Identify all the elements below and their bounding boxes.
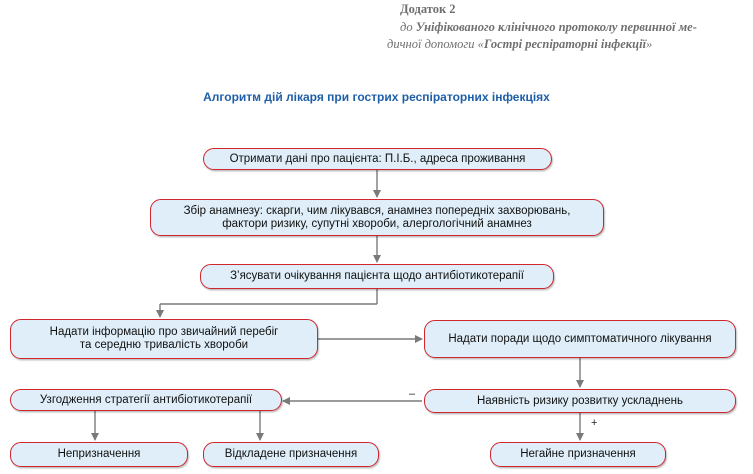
delayed-prescription-text: Відкладене призначення xyxy=(224,448,358,460)
get-patient-data-node: Отримати дані про пацієнта: П.І.Б., адре… xyxy=(203,148,552,170)
symptomatic-node: Надати поради щодо симптоматичного лікув… xyxy=(424,320,736,358)
no-prescription-text: Непризначення xyxy=(57,448,141,460)
get-patient-data-text: Отримати дані про пацієнта: П.І.Б., адре… xyxy=(229,152,526,165)
no-prescription-node: Непризначення xyxy=(10,442,188,467)
appendix-line-2-end: » xyxy=(646,37,653,51)
inform-text-line-2: та середню тривалість хвороби xyxy=(79,339,249,351)
expectations-text: З’ясувати очікування пацієнта щодо антиб… xyxy=(230,270,524,282)
immediate-prescription-node: Негайне призначення xyxy=(490,442,666,467)
immediate-prescription-text: Негайне призначення xyxy=(520,448,636,460)
symptomatic-text: Надати поради щодо симптоматичного лікув… xyxy=(448,332,712,345)
strategy-text: Узгодження стратегії антибіотикотерапії xyxy=(39,393,253,406)
expectations-node: З’ясувати очікування пацієнта щодо антиб… xyxy=(200,264,554,289)
appendix-line-1: до Уніфікованого клінічного протоколу пе… xyxy=(400,19,697,35)
anamnesis-text-line-2: фактори ризику, супутні хвороби, алергол… xyxy=(222,217,532,230)
appendix-line-1-rest: Уніфікованого клінічного протоколу перви… xyxy=(415,20,697,34)
inform-text-line-1: Надати інформацію про звичайний перебіг xyxy=(49,326,279,338)
delayed-prescription-node: Відкладене призначення xyxy=(203,442,379,467)
appendix-line-1-prefix: до xyxy=(400,20,413,34)
inform-node: Надати інформацію про звичайний перебіг … xyxy=(10,319,318,359)
risk-node: Наявність ризику розвитку ускладнень xyxy=(424,389,736,413)
anamnesis-text-line-1: Збір анамнезу: скарги, чим лікувався, ан… xyxy=(183,204,571,217)
minus-label: – xyxy=(409,388,416,400)
anamnesis-node: Збір анамнезу: скарги, чим лікувався, ан… xyxy=(150,199,604,236)
plus-label: + xyxy=(591,417,598,429)
appendix-line-2-start: дичної допомоги « xyxy=(387,37,484,51)
appendix-line-2: дичної допомоги «Гострі респіраторні інф… xyxy=(387,36,652,52)
appendix-line-2-bold: Гострі респіраторні інфекції xyxy=(483,37,647,51)
risk-text: Наявність ризику розвитку ускладнень xyxy=(476,394,684,407)
strategy-node: Узгодження стратегії антибіотикотерапії xyxy=(10,389,282,411)
appendix-number: Додаток 2 xyxy=(400,2,456,16)
diagram-title: Алгоритм дій лікаря при гострих респірат… xyxy=(203,90,550,104)
